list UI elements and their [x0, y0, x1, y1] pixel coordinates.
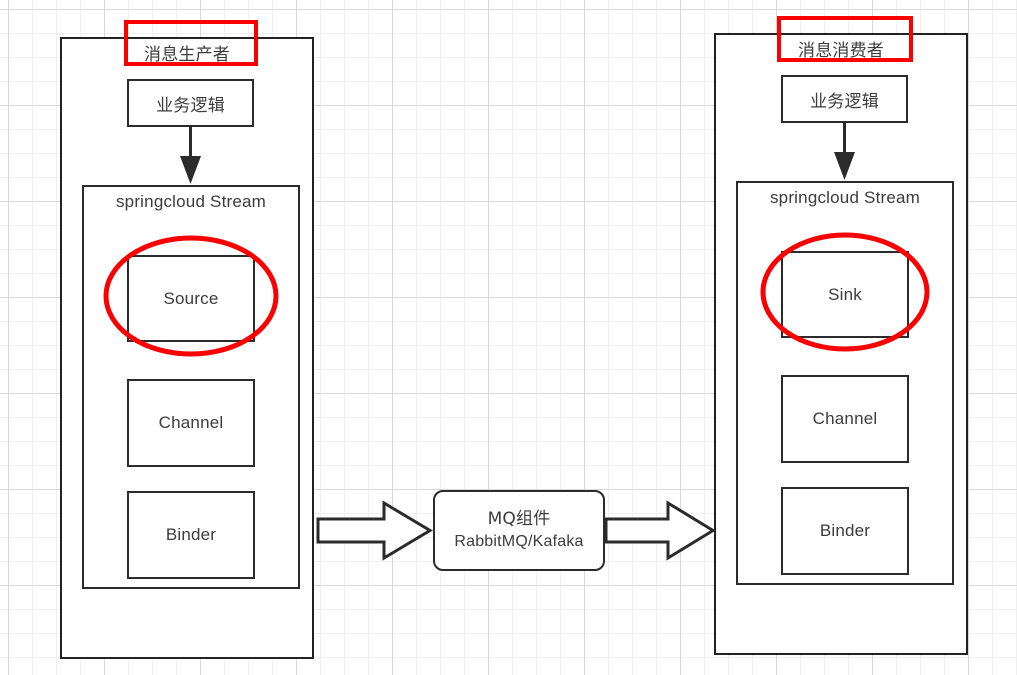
producer-block-source-label: Source — [163, 288, 219, 308]
mq-component-box[interactable]: MQ组件 RabbitMQ/Kafaka — [433, 490, 605, 571]
consumer-business-logic-label: 业务逻辑 — [810, 91, 879, 112]
producer-block-channel[interactable]: Channel — [127, 379, 255, 467]
producer-business-logic-label: 业务逻辑 — [156, 95, 225, 116]
consumer-block-sink[interactable]: Sink — [781, 251, 909, 338]
producer-stream-title: springcloud Stream — [82, 187, 300, 217]
mq-component-line2: RabbitMQ/Kafaka — [454, 533, 584, 551]
producer-to-mq-block-arrow — [316, 500, 433, 561]
consumer-block-sink-label: Sink — [828, 284, 862, 304]
mq-to-consumer-block-arrow — [604, 500, 716, 561]
consumer-business-logic-box[interactable]: 业务逻辑 — [781, 75, 908, 123]
consumer-block-channel-label: Channel — [812, 409, 878, 428]
consumer-stream-title-label: springcloud Stream — [769, 188, 921, 207]
consumer-block-binder[interactable]: Binder — [781, 487, 909, 575]
producer-block-binder[interactable]: Binder — [127, 491, 255, 579]
consumer-block-channel[interactable]: Channel — [781, 375, 909, 463]
producer-stream-title-label: springcloud Stream — [115, 192, 267, 211]
consumer-block-binder-label: Binder — [819, 521, 871, 540]
producer-block-channel-label: Channel — [158, 413, 224, 432]
mq-component-line1: MQ组件 — [487, 509, 551, 530]
producer-block-binder-label: Binder — [165, 525, 217, 544]
consumer-stream-title: springcloud Stream — [736, 183, 954, 213]
producer-block-source[interactable]: Source — [127, 255, 255, 342]
producer-business-logic-box[interactable]: 业务逻辑 — [127, 79, 254, 127]
